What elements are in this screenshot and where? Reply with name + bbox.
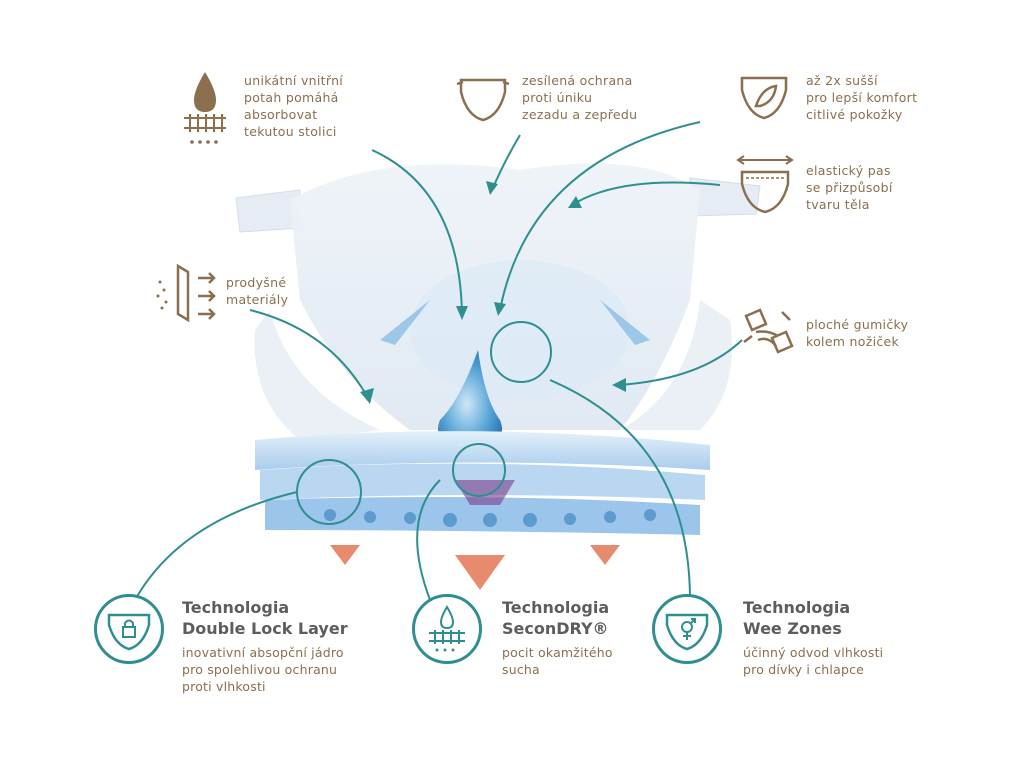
feature-breathable: prodyšné materiály — [226, 275, 289, 307]
leaf-diaper-icon — [740, 76, 788, 120]
elastic-icon — [743, 308, 794, 354]
tech-desc-secondry: pocit okamžitého sucha — [502, 645, 613, 677]
gender-diaper-icon — [665, 613, 709, 651]
drop-layer-icon — [184, 72, 226, 144]
tech-title-double-lock: Technologia Double Lock Layer — [182, 598, 348, 638]
tech-title-wee-zones: Technologia Wee Zones — [743, 598, 851, 638]
feature-dryer: až 2x sušší pro lepší komfort citlivé po… — [806, 73, 918, 122]
feature-leak-protection: zesílená ochrana proti úniku zezadu a ze… — [522, 73, 638, 122]
secondry-badge — [412, 594, 482, 664]
wee-zones-badge — [652, 594, 722, 664]
feature-flat-elastics: ploché gumičky kolem nožiček — [806, 317, 909, 349]
breathable-icon — [156, 263, 216, 323]
double-lock-badge — [94, 594, 164, 664]
tech-desc-wee-zones: účinný odvod vlhkosti pro dívky i chlapc… — [743, 645, 884, 677]
feature-inner-layer: unikátní vnitřní potah pomáhá absorbovat… — [244, 73, 344, 139]
lock-diaper-icon — [107, 613, 151, 651]
tech-desc-double-lock: inovativní absopční jádro pro spolehlivo… — [182, 645, 344, 694]
drop-layer-icon — [429, 605, 465, 652]
diaper-icon — [456, 78, 510, 122]
stretch-diaper-icon — [736, 155, 794, 214]
tech-title-secondry: Technologia SeconDRY® — [502, 598, 610, 638]
feature-elastic-waist: elastický pas se přizpůsobí tvaru těla — [806, 163, 893, 212]
